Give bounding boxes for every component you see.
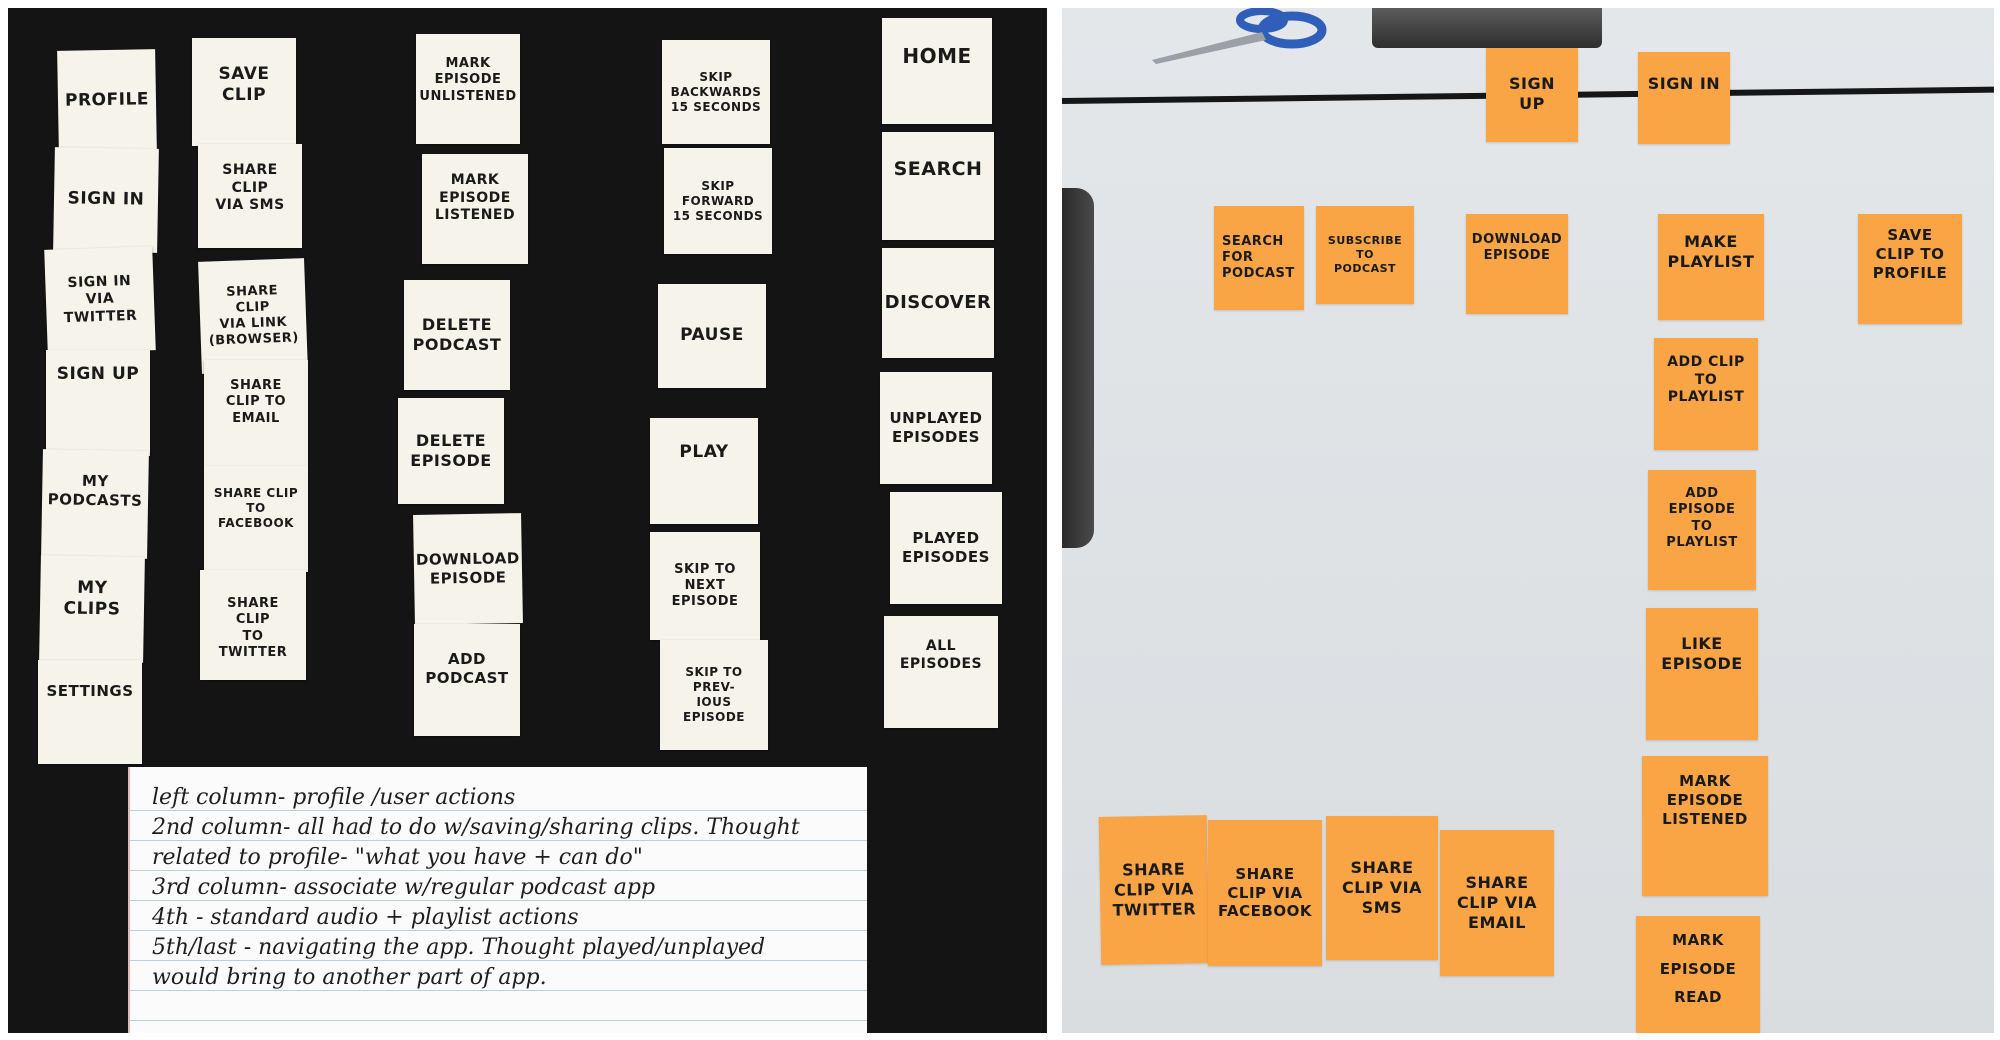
note-add-podcast: ADD PODCAST: [414, 624, 520, 736]
handwritten-line: related to profile- "what you have + can…: [152, 845, 643, 870]
scissors-icon: [1152, 8, 1327, 64]
note-skip-to-next-episode: SKIP TO NEXT EPISODE: [650, 532, 760, 640]
note-share-clip-to-email: SHARE CLIP TO EMAIL: [204, 360, 308, 468]
note-play: PLAY: [650, 418, 758, 524]
handwritten-line: left column- profile /user actions: [152, 785, 516, 810]
note-skip-backwards: SKIP BACKWARDS 15 SECONDS: [662, 40, 770, 144]
note-make-playlist: MAKE PLAYLIST: [1658, 214, 1764, 320]
note-unplayed-episodes: UNPLAYED EPISODES: [880, 372, 992, 484]
note-all-episodes: ALL EPISODES: [884, 616, 998, 728]
note-download-episode: DOWNLOAD EPISODE: [413, 513, 523, 625]
note-sign-in-via-twitter: SIGN IN VIA TWITTER: [44, 246, 156, 354]
note-played-episodes: PLAYED EPISODES: [890, 492, 1002, 604]
strap-object: [1062, 188, 1094, 548]
note-like-episode: LIKE EPISODE: [1646, 608, 1758, 740]
note-discover: DISCOVER: [882, 248, 994, 358]
note-pause: PAUSE: [658, 284, 766, 388]
note-mark-episode-unlistened: MARK EPISODE UNLISTENED: [416, 34, 520, 144]
note-home: HOME: [882, 18, 992, 124]
right-card-sort-photo: SIGN UP SIGN IN SEARCH FOR PODCAST SUBSC…: [1062, 8, 1994, 1033]
note-save-clip: SAVE CLIP: [192, 38, 296, 146]
handwritten-line: 5th/last - navigating the app. Thought p…: [152, 935, 766, 960]
note-sign-up: SIGN UP: [46, 350, 150, 456]
note-save-clip-to-profile: SAVE CLIP TO PROFILE: [1858, 214, 1962, 324]
note-mark-episode-listened: MARK EPISODE LISTENED: [422, 154, 528, 264]
note-profile: PROFILE: [57, 49, 157, 153]
note-mark-episode-read: MARK EPISODE READ: [1636, 916, 1760, 1033]
note-skip-to-previous-episode: SKIP TO PREV- IOUS EPISODE: [660, 640, 768, 750]
note-share-clip-to-facebook: SHARE CLIP TO FACEBOOK: [204, 466, 308, 572]
note-share-clip-via-facebook: SHARE CLIP VIA FACEBOOK: [1208, 820, 1322, 966]
note-delete-podcast: DELETE PODCAST: [404, 280, 510, 390]
left-card-sort-photo: PROFILE SIGN IN SIGN IN VIA TWITTER SIGN…: [8, 8, 1047, 1033]
note-search: SEARCH: [882, 132, 994, 240]
note-settings: SETTINGS: [38, 660, 142, 764]
note-share-clip-via-sms: SHARE CLIP VIA SMS: [1326, 816, 1438, 960]
note-subscribe-to-podcast: SUBSCRIBE TO PODCAST: [1316, 206, 1414, 304]
note-search-for-podcast: SEARCH FOR PODCAST: [1214, 206, 1304, 310]
note-share-clip-via-twitter: SHARE CLIP VIA TWITTER: [1098, 815, 1210, 965]
note-add-clip-to-playlist: ADD CLIP TO PLAYLIST: [1654, 338, 1758, 450]
note-sign-in: SIGN IN: [1638, 52, 1730, 144]
note-add-episode-to-playlist: ADD EPISODE TO PLAYLIST: [1648, 470, 1756, 590]
note-delete-episode: DELETE EPISODE: [398, 398, 504, 504]
note-my-podcasts: MY PODCASTS: [41, 449, 149, 559]
note-share-clip-via-link: SHARE CLIP VIA LINK (BROWSER): [198, 258, 308, 374]
handwritten-line: 2nd column- all had to do w/saving/shari…: [152, 815, 800, 840]
device-object: [1372, 8, 1602, 48]
note-sign-in: SIGN IN: [53, 147, 159, 253]
note-share-clip-to-twitter: SHARE CLIP TO TWITTER: [200, 570, 306, 680]
note-mark-episode-listened: MARK EPISODE LISTENED: [1642, 756, 1768, 896]
note-share-clip-via-sms: SHARE CLIP VIA SMS: [198, 144, 302, 248]
note-my-clips: MY CLIPS: [39, 555, 145, 663]
handwritten-notes-paper: left column- profile /user actions 2nd c…: [128, 767, 867, 1033]
handwritten-line: 4th - standard audio + playlist actions: [152, 905, 579, 930]
note-skip-forward: SKIP FORWARD 15 SECONDS: [664, 148, 772, 254]
handwritten-line: 3rd column- associate w/regular podcast …: [152, 875, 656, 900]
handwritten-line: would bring to another part of app.: [152, 965, 547, 990]
note-download-episode: DOWNLOAD EPISODE: [1466, 214, 1568, 314]
note-sign-up: SIGN UP: [1486, 48, 1578, 142]
note-share-clip-via-email: SHARE CLIP VIA EMAIL: [1440, 830, 1554, 976]
